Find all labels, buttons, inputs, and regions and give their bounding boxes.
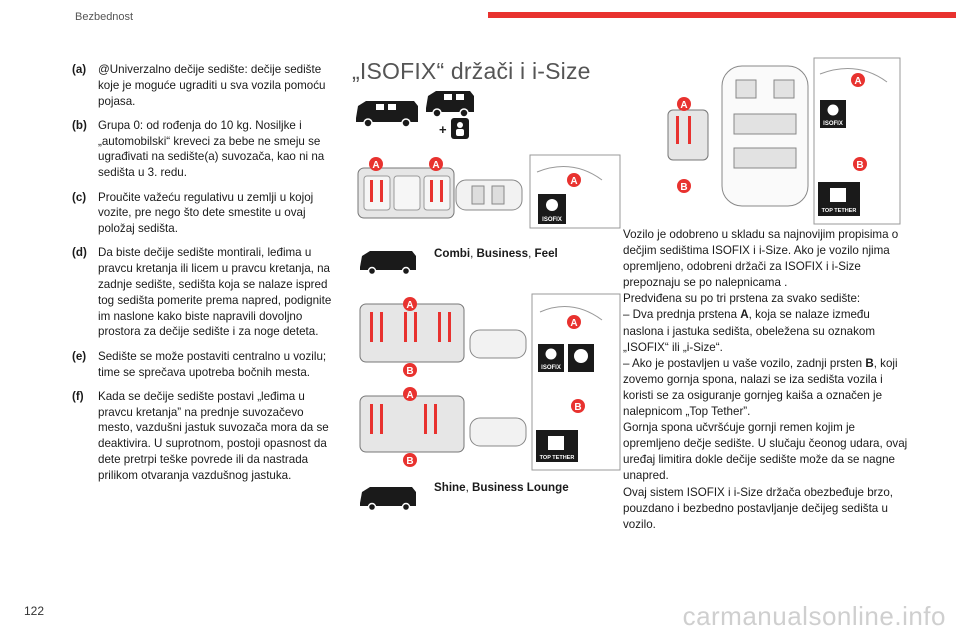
page-number: 122 <box>24 604 45 618</box>
footnote-label: (d) <box>72 246 87 260</box>
svg-text:TOP TETHER: TOP TETHER <box>822 208 857 214</box>
paragraph: Ovaj sistem ISOFIX i i-Size držača obezb… <box>623 485 893 531</box>
svg-text:A: A <box>570 176 577 187</box>
list-item-text: , koja se nalaze između naslona i jastuk… <box>623 308 875 354</box>
marker-a: A <box>429 157 443 171</box>
svg-text:B: B <box>856 160 863 171</box>
svg-text:ISOFIX: ISOFIX <box>542 217 562 223</box>
marker-a: A <box>403 297 417 311</box>
ring-label: B <box>865 356 874 370</box>
svg-text:ISOFIX: ISOFIX <box>541 365 561 371</box>
top-tether-label-icon: TOP TETHER <box>536 430 578 462</box>
footnote-item: (a) @Univerzalno dečije sedište: dečije … <box>72 62 340 109</box>
variant-name: Combi <box>434 247 471 260</box>
svg-text:A: A <box>406 300 413 311</box>
header-accent-bar <box>488 12 956 18</box>
isofix-right-figure: A B A ISOFIX B TOP TETHER <box>667 57 901 225</box>
footnote-text: @Univerzalno dečije sedište: dečije sedi… <box>98 63 326 108</box>
vehicle-floor-plan <box>721 65 809 207</box>
footnote-item: (d) Da biste dečije sedište montirali, l… <box>72 245 340 340</box>
footnote-label: (f) <box>72 389 84 403</box>
separator: , <box>528 247 535 260</box>
van-icon <box>356 101 418 128</box>
van-icon <box>360 251 416 275</box>
variant-name: Business Lounge <box>472 481 569 494</box>
child-seat-icon <box>451 118 469 139</box>
section-title: „ISOFIX“ držači i i-Size <box>352 58 591 84</box>
seat-side-view <box>667 109 709 161</box>
svg-text:A: A <box>854 76 861 87</box>
separator: , <box>465 481 473 494</box>
footnote-label: (b) <box>72 118 87 132</box>
seat-row-front <box>359 303 465 363</box>
footnote-text: Kada se dečije sedište postavi „leđima u… <box>98 389 329 482</box>
isofix-label-icon: ISOFIX <box>538 194 566 224</box>
marker-b: B <box>571 399 585 413</box>
ring-label: A <box>740 308 749 322</box>
van-icon <box>426 91 474 118</box>
isofix-label-icon: ISOFIX <box>820 100 846 128</box>
list-item: – Dva prednja prstena A, koja se nalaze … <box>623 307 913 355</box>
marker-a: A <box>567 315 581 329</box>
paragraph: Gornja spona učvršćuje gornji remen koji… <box>623 421 908 483</box>
svg-text:ISOFIX: ISOFIX <box>823 121 843 127</box>
svg-text:A: A <box>406 390 413 401</box>
marker-a: A <box>851 73 865 87</box>
header-section-title: Bezbednost <box>75 11 134 23</box>
footnote-text: Grupa 0: od rođenja do 10 kg. Nosiljke i… <box>98 118 325 180</box>
marker-b: B <box>403 363 417 377</box>
svg-text:B: B <box>680 182 687 193</box>
vehicle-types-icon: + <box>356 91 474 139</box>
isofix-seats-figure: A B A B A ISOFIX B TOP TE <box>359 293 621 471</box>
footnote-text: Da biste dečije sedište montirali, leđim… <box>98 246 332 339</box>
marker-a: A <box>403 387 417 401</box>
i-size-label-icon <box>568 344 594 372</box>
list-item: – Ako je postavljen u vaše vozilo, zadnj… <box>623 356 913 420</box>
marker-a: A <box>369 157 383 171</box>
footnote-label: (e) <box>72 349 87 363</box>
list-item-text: , koji zovemo gornja spona, nalazi se iz… <box>623 356 898 419</box>
footnote-item: (b) Grupa 0: od rođenja do 10 kg. Nosilj… <box>72 118 340 181</box>
list-item-text: – Ako je postavljen u vaše vozilo, zadnj… <box>623 356 866 370</box>
footnote-label: (c) <box>72 190 87 204</box>
svg-text:B: B <box>574 402 581 413</box>
variant-label-shine: Shine, Business Lounge <box>434 481 569 494</box>
svg-text:+: + <box>439 122 447 137</box>
svg-text:A: A <box>680 100 687 111</box>
paragraph: Predviđena su po tri prstena za svako se… <box>623 292 861 306</box>
marker-a: A <box>677 97 691 111</box>
isofix-label-icon: ISOFIX <box>538 344 564 372</box>
svg-text:TOP TETHER: TOP TETHER <box>540 455 575 461</box>
svg-text:B: B <box>406 456 413 467</box>
seat-row-rear <box>359 395 465 453</box>
footnote-item: (c) Proučite važeću regulativu u zemlji … <box>72 190 340 237</box>
watermark: carmanualsonline.info <box>682 601 946 631</box>
footnote-label: (a) <box>72 63 87 76</box>
marker-b: B <box>403 453 417 467</box>
isofix-rear-bench-figure: A A A ISOFIX <box>357 154 621 229</box>
variant-label-combi: Combi, Business, Feel <box>434 247 558 260</box>
svg-text:B: B <box>406 366 413 377</box>
paragraph: Vozilo je odobreno u skladu sa najnoviji… <box>623 228 899 290</box>
variant-name: Shine <box>434 481 466 494</box>
marker-b: B <box>677 179 691 193</box>
top-tether-label-icon: TOP TETHER <box>818 182 860 216</box>
footnote-item: (f) Kada se dečije sedište postavi „leđi… <box>72 389 340 484</box>
marker-b: B <box>853 157 867 171</box>
variant-name: Business <box>476 247 529 260</box>
footnote-text: Sedište se može postaviti centralno u vo… <box>98 349 327 379</box>
svg-text:A: A <box>570 318 577 329</box>
separator: , <box>470 247 477 260</box>
footnote-text: Proučite važeću regulativu u zemlji u ko… <box>98 190 314 236</box>
van-icon <box>360 487 416 511</box>
list-item-text: – Dva prednja prstena <box>623 308 741 322</box>
svg-text:A: A <box>372 160 379 171</box>
marker-a: A <box>567 173 581 187</box>
footnotes-list: (a) @Univerzalno dečije sedište: dečije … <box>72 62 340 492</box>
body-text: Vozilo je odobreno u skladu sa najnoviji… <box>623 227 913 533</box>
variant-name: Feel <box>534 247 558 260</box>
svg-text:A: A <box>432 160 439 171</box>
footnote-item: (e) Sedište se može postaviti centralno … <box>72 349 340 381</box>
